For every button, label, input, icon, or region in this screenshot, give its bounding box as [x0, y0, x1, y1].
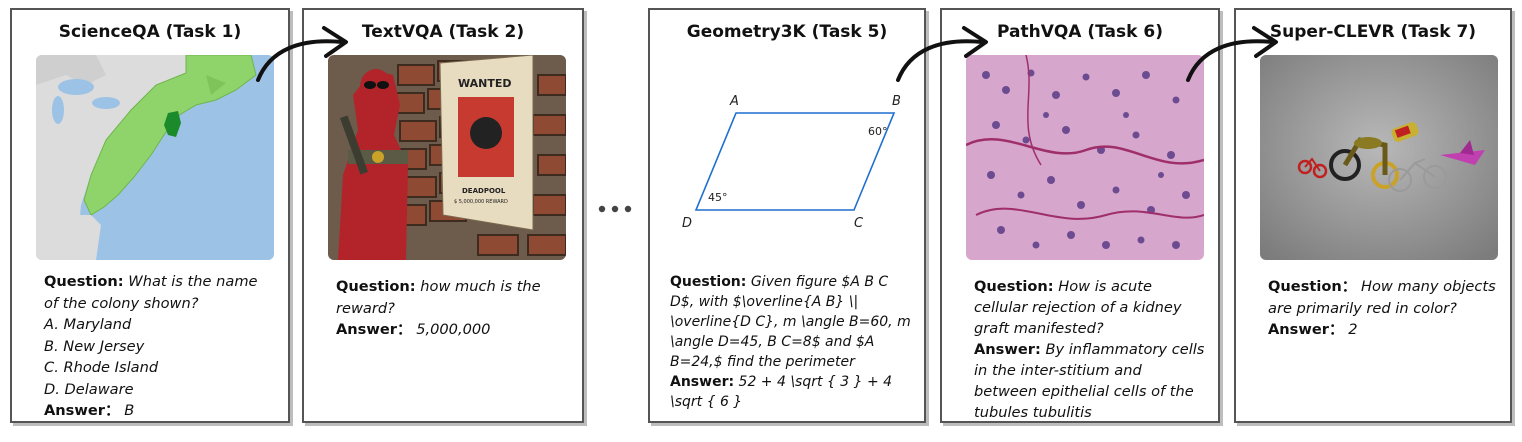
- vertex-b: B: [892, 94, 901, 109]
- option-a: A. Maryland: [44, 316, 132, 333]
- poster-heading: WANTED: [458, 77, 512, 90]
- card-geometry3k: Geometry3K (Task 5) A B C D 60° 45° Ques…: [648, 8, 926, 423]
- poster-reward: $ 5,000,000 REWARD: [454, 199, 508, 205]
- question-text: What is the name of the colony shown?: [44, 273, 258, 312]
- question-text: Given figure $A B C D$, with $\overline{…: [670, 274, 911, 370]
- arrow-icon: [1186, 26, 1278, 82]
- answer-text: By inflammatory cells in the inter-stiti…: [974, 341, 1205, 421]
- card-superclevr: Super-CLEVR (Task 7): [1234, 8, 1512, 423]
- geometry-figure: A B C D 60° 45°: [666, 55, 916, 260]
- card-title: Geometry3K (Task 5): [686, 22, 888, 42]
- option-c: C. Rhode Island: [44, 359, 159, 376]
- card-textvqa: TextVQA (Task 2) WANTED DEADPOOL $ 5,: [302, 8, 584, 423]
- card-title: ScienceQA (Task 1): [58, 22, 242, 42]
- answer-text: 52 + 4 \sqrt { 3 } + 4 \sqrt { 6 }: [670, 374, 893, 410]
- card-title: Super-CLEVR (Task 7): [1269, 22, 1477, 42]
- arrow-icon: [896, 26, 988, 82]
- question-text: how much is the reward?: [336, 278, 541, 317]
- question-label: Question:: [44, 273, 124, 290]
- answer-label: Answer：: [336, 321, 412, 338]
- vertex-a: A: [729, 94, 739, 109]
- card-title: PathVQA (Task 6): [997, 22, 1163, 42]
- arrow-icon: [256, 26, 348, 82]
- answer-label: Answer：: [44, 402, 120, 419]
- vertex-c: C: [854, 216, 864, 231]
- clevr-scene: [1260, 55, 1498, 260]
- question-label: Question:: [974, 278, 1054, 295]
- poster-name: DEADPOOL: [462, 187, 506, 195]
- angle-d-label: 45°: [708, 191, 728, 204]
- question-text: How many objects are primarily red in co…: [1268, 278, 1496, 317]
- map-image: [36, 55, 274, 260]
- question-label: Question:: [670, 274, 747, 290]
- qa-block: Question: What is the name of the colony…: [44, 271, 276, 422]
- question-label: Question：: [1268, 278, 1357, 295]
- answer-text: 2: [1348, 321, 1358, 338]
- answer-label: Answer:: [974, 341, 1041, 358]
- colonies-map: [36, 55, 274, 260]
- card-scienceqa: ScienceQA (Task 1) Question: What is the…: [10, 8, 290, 423]
- pathology-image: [966, 55, 1204, 260]
- qa-block: Question: How is acute cellular rejectio…: [974, 276, 1206, 423]
- card-title: TextVQA (Task 2): [361, 22, 525, 42]
- card-pathvqa: PathVQA (Task 6) Question: How is acute …: [940, 8, 1220, 423]
- ellipsis-icon: [598, 205, 632, 213]
- answer-label: Answer：: [1268, 321, 1344, 338]
- tissue-micrograph: [966, 55, 1204, 260]
- poster-image: WANTED DEADPOOL $ 5,000,000 REWARD: [328, 55, 566, 260]
- parallelogram-figure: A B C D 60° 45°: [682, 94, 901, 231]
- qa-block: Question: Given figure $A B C D$, with $…: [670, 272, 916, 412]
- question-label: Question:: [336, 278, 416, 295]
- vertex-d: D: [682, 216, 692, 231]
- qa-block: Question: how much is the reward? Answer…: [336, 276, 570, 341]
- qa-block: Question： How many objects are primarily…: [1268, 276, 1498, 341]
- option-b: B. New Jersey: [44, 337, 145, 355]
- question-text: How is acute cellular rejection of a kid…: [974, 278, 1182, 337]
- angle-b-label: 60°: [868, 125, 888, 138]
- render-scene: [1260, 55, 1498, 260]
- answer-label: Answer:: [670, 374, 735, 390]
- answer-text: 5,000,000: [416, 321, 491, 338]
- answer-text: B: [124, 402, 135, 419]
- option-d: D. Delaware: [44, 380, 134, 398]
- deadpool-poster-scene: WANTED DEADPOOL $ 5,000,000 REWARD: [328, 55, 566, 260]
